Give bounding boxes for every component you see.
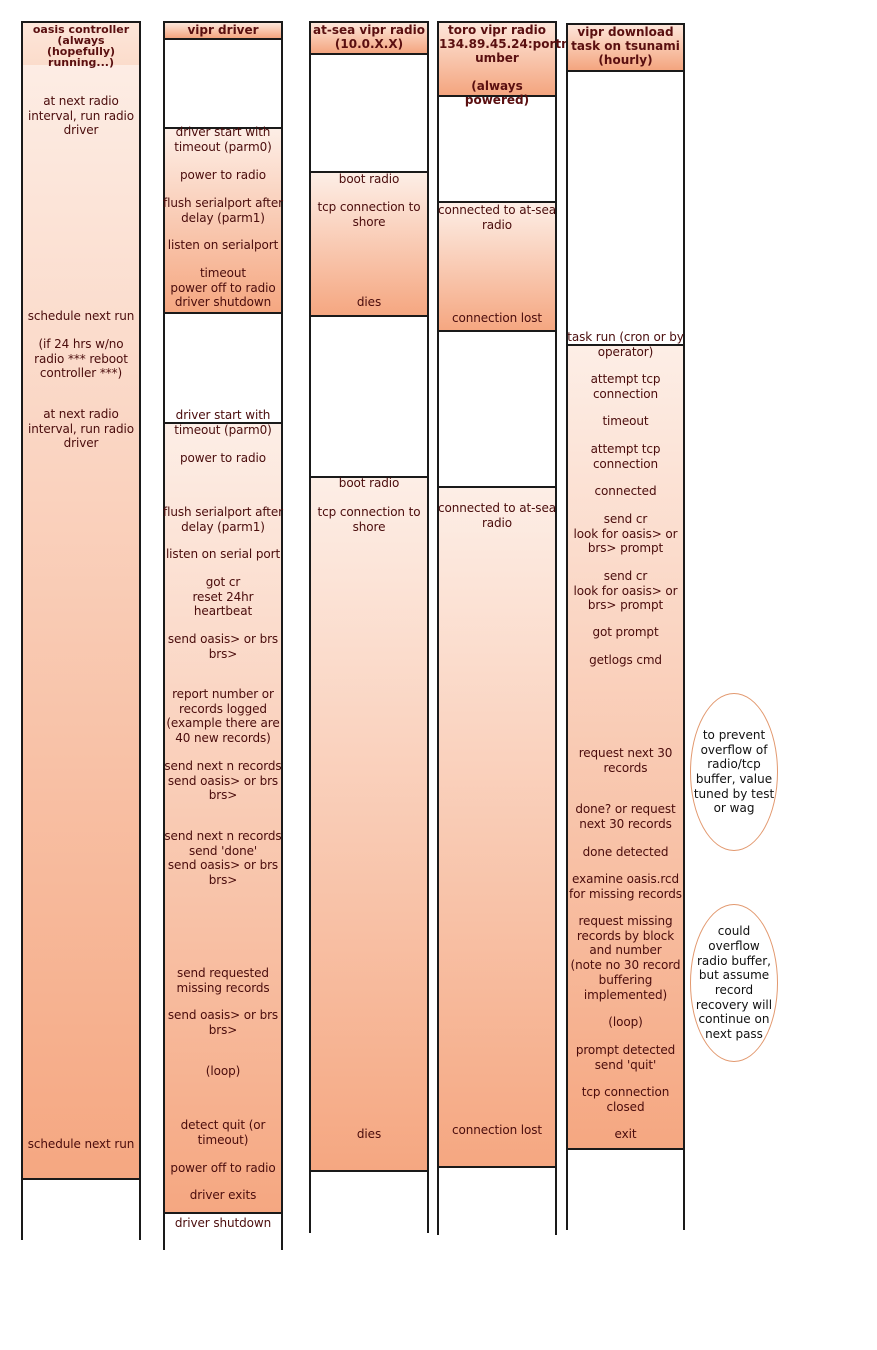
lane-label: got prompt [592, 625, 659, 639]
lane-label: send cr look for oasis> or brs> prompt [573, 512, 678, 556]
activation-box [163, 422, 283, 1214]
lane-label: send cr look for oasis> or brs> prompt [573, 569, 678, 613]
activation-box [163, 127, 283, 314]
lane-label: timeout power off to radio driver shutdo… [170, 266, 276, 310]
lane-label: connected to at-sea radio [438, 203, 556, 232]
lane-label: at next radio interval, run radio driver [27, 407, 135, 451]
lane-label: flush serialport after delay (parm1) [162, 196, 284, 225]
lane-label: listen on serial port [165, 547, 281, 561]
activation-box [437, 201, 557, 332]
lane-label: report number or records logged (example… [166, 687, 280, 746]
lane-label: boot radio [338, 172, 400, 186]
activation-box [309, 476, 429, 1172]
lane-label: schedule next run [27, 309, 135, 323]
lane-label: listen on serialport [167, 238, 279, 252]
lane-label: at next radio interval, run radio driver [27, 94, 135, 138]
annotation-note: could overflow radio buffer, but assume … [690, 904, 778, 1062]
lane-label: send requested missing records [176, 966, 270, 995]
lane-label: attempt tcp connection [590, 372, 661, 401]
lane-label: connection lost [451, 1123, 543, 1137]
lane-label: (if 24 hrs w/no radio *** reboot control… [34, 337, 128, 381]
lane-label: (loop) [205, 1064, 241, 1078]
lane-label: timeout [602, 414, 649, 428]
lane-label: request next 30 records [578, 746, 673, 775]
lane-label: done detected [582, 845, 669, 859]
lane-label: send oasis> or brs brs> [167, 632, 279, 661]
lane-label: tcp connection to shore [317, 200, 421, 229]
lane-label: send oasis> or brs brs> [167, 1008, 279, 1037]
lane-label: task run (cron or by operator) [567, 330, 684, 359]
lane-label: attempt tcp connection [590, 442, 661, 471]
lane-header-tsunami: vipr download task on tsunami (hourly) [566, 23, 685, 72]
lane-label: tcp connection to shore [317, 505, 421, 534]
lane-label: request missing records by block and num… [570, 914, 681, 1002]
lane-label: power to radio [180, 168, 266, 182]
lane-label: tcp connection closed [581, 1085, 670, 1114]
lane-label: connected [594, 484, 657, 498]
lane-label: driver start with timeout (parm0) [174, 408, 272, 437]
activation-box [437, 486, 557, 1168]
activation-box [566, 344, 685, 1150]
lane-label: dies [356, 295, 382, 309]
lane-header-atsea: at-sea vipr radio (10.0.X.X) [309, 21, 429, 55]
lane-label: detect quit (or timeout) [180, 1118, 266, 1147]
lane-label: connected to at-sea radio [438, 501, 556, 530]
lane-label: connection lost [451, 311, 543, 325]
lane-label: driver shutdown [174, 1216, 272, 1230]
lane-label: exit [614, 1127, 637, 1141]
lane-header-oasis: oasis controller (always (hopefully) run… [21, 21, 141, 68]
annotation-note: to prevent overflow of radio/tcp buffer,… [690, 693, 778, 851]
activation-box [309, 171, 429, 317]
lane-label: getlogs cmd [589, 653, 662, 667]
lane-label: driver start with timeout (parm0) [174, 125, 272, 154]
lane-label: schedule next run [27, 1137, 135, 1151]
lane-label: got cr reset 24hr heartbeat [192, 575, 254, 619]
lane-label: power to radio [180, 451, 266, 465]
lane-header-driver: vipr driver [163, 21, 283, 40]
lane-label: flush serialport after delay (parm1) [162, 505, 284, 534]
annotation-note-text: could overflow radio buffer, but assume … [695, 924, 773, 1042]
lane-label: prompt detected send 'quit' [575, 1043, 676, 1072]
lane-label: send next n records send oasis> or brs b… [164, 759, 282, 803]
lane-header-toro: toro vipr radio 134.89.45.24:portn umber… [437, 21, 570, 107]
lane-label: examine oasis.rcd for missing records [569, 872, 682, 901]
lane-label: boot radio [338, 476, 400, 490]
lane-label: driver exits [189, 1188, 257, 1202]
lane-label: dies [356, 1127, 382, 1141]
lane-label: power off to radio [170, 1161, 276, 1175]
annotation-note-text: to prevent overflow of radio/tcp buffer,… [693, 727, 775, 816]
lane-label: send next n records send 'done' send oas… [164, 829, 282, 888]
lane-label: done? or request next 30 records [575, 802, 676, 831]
lane-label: (loop) [608, 1015, 643, 1029]
activation-box [21, 43, 141, 1180]
